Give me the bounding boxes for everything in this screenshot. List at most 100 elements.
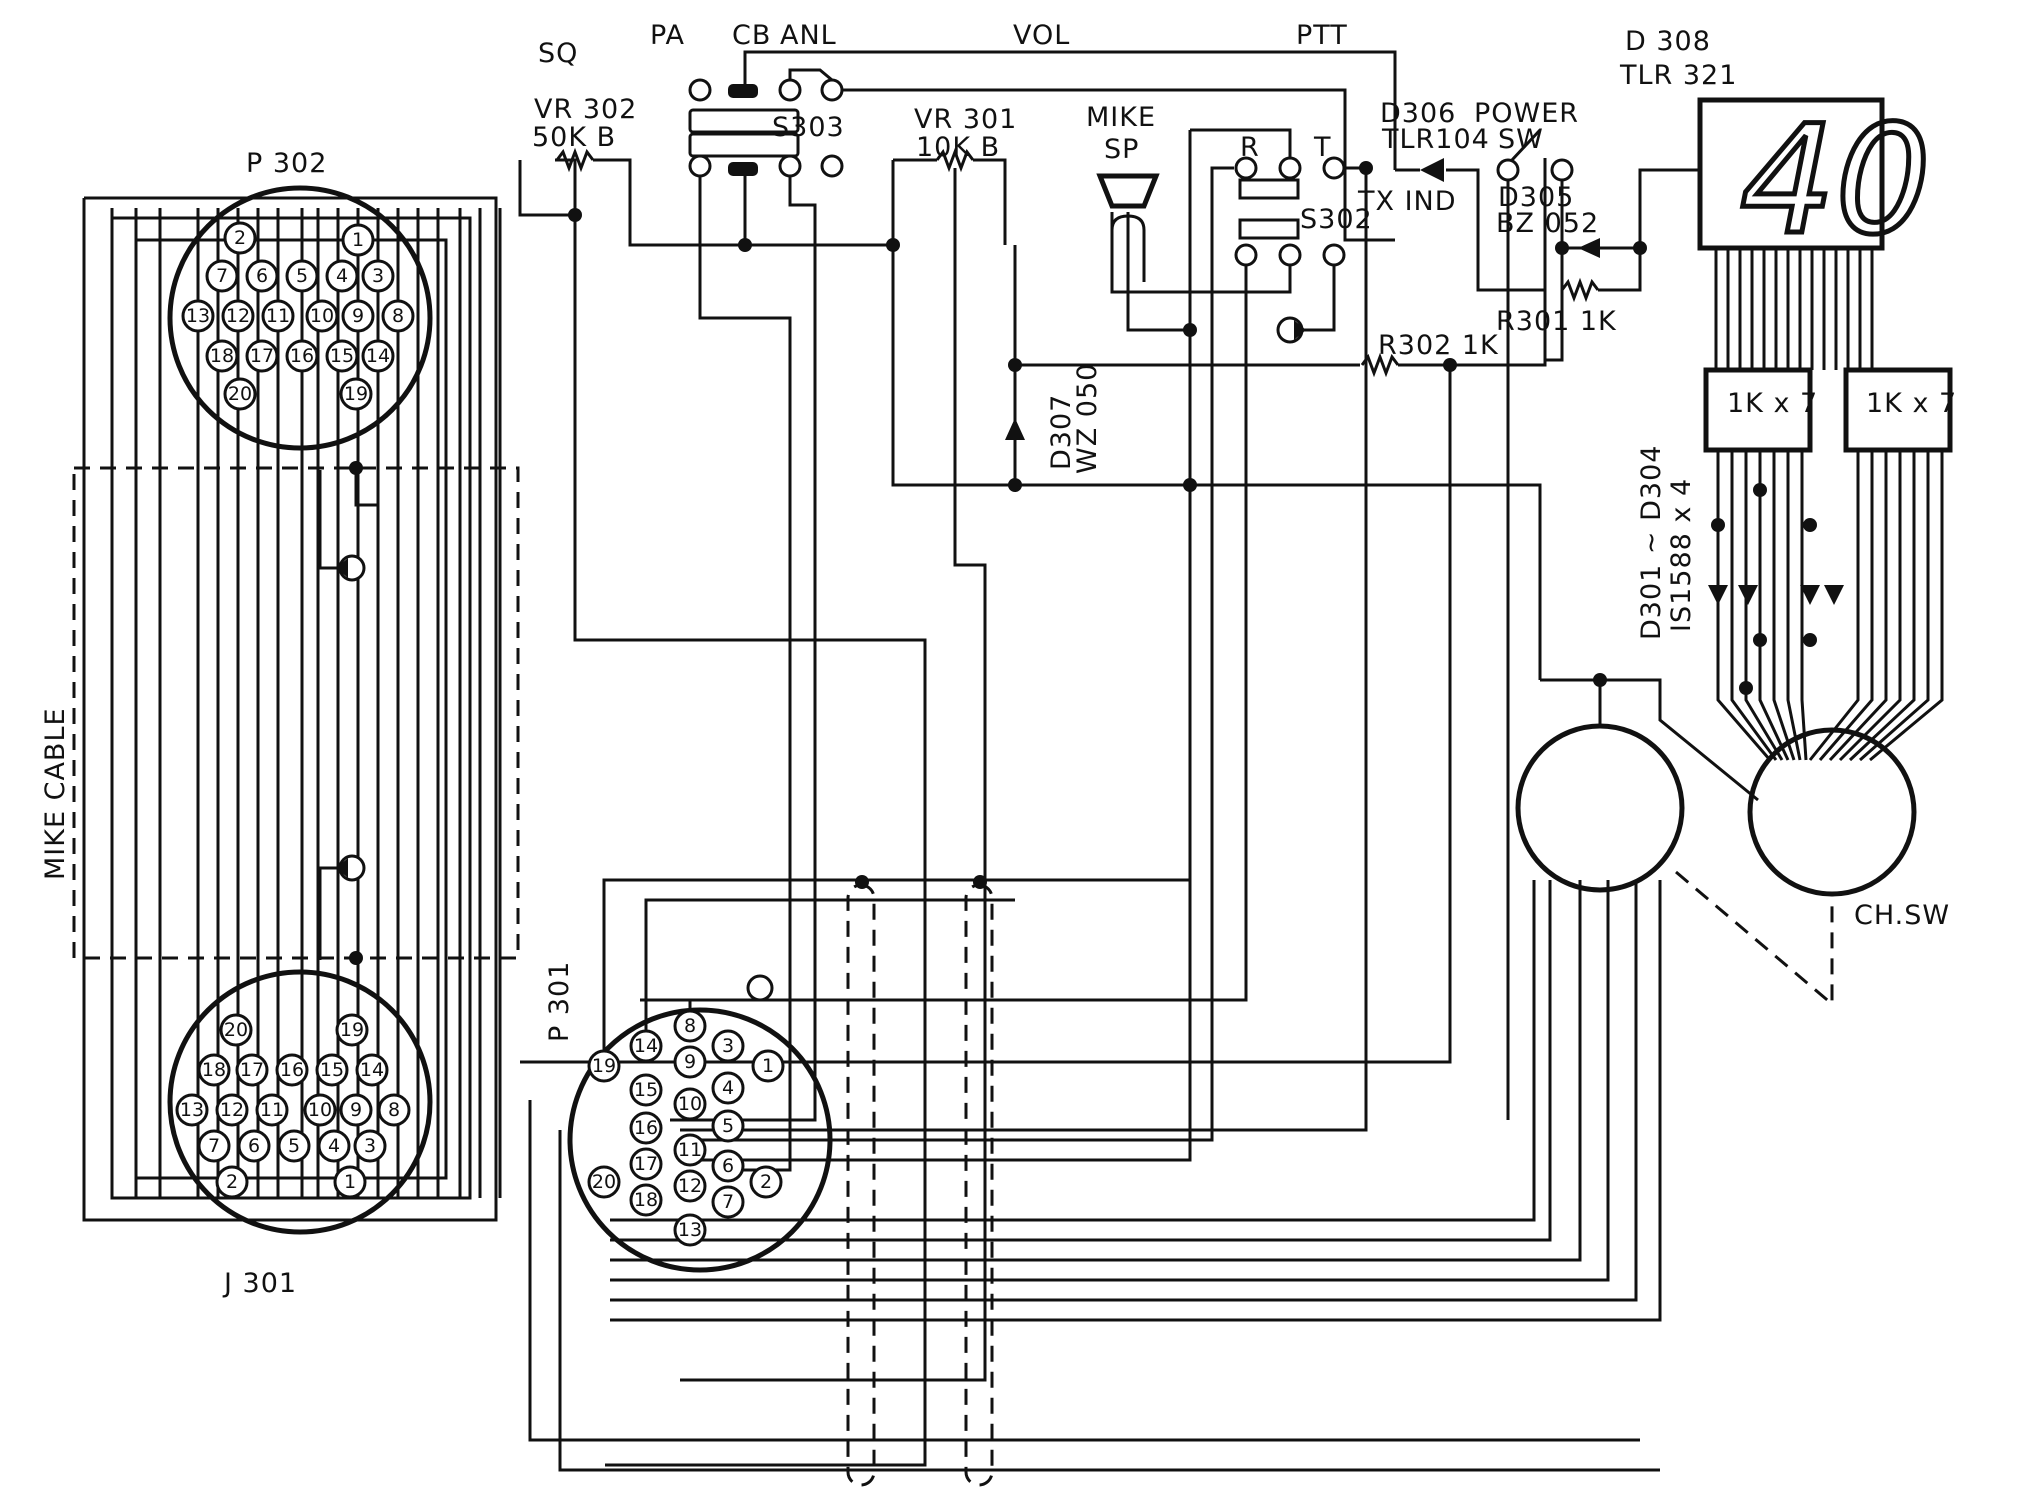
junction-dot (1008, 478, 1022, 492)
wire (610, 880, 1638, 1302)
connector-pin (305, 299, 339, 333)
connector-pin (303, 1093, 337, 1127)
wire (973, 158, 1007, 245)
wire (610, 880, 1610, 1282)
wire (1110, 212, 1190, 294)
connector-pin-label: 10 (678, 1093, 702, 1115)
junction-dot (1803, 518, 1817, 532)
connector-pin-label: 16 (290, 345, 314, 367)
connector-pin-label: 12 (678, 1175, 702, 1197)
connector-pin-label: 5 (288, 1135, 300, 1157)
connector-pin-label: 19 (340, 1019, 364, 1041)
connector-p302 (167, 185, 433, 451)
connector-pin-label: 16 (634, 1117, 658, 1139)
wire (1545, 180, 1564, 362)
wire (743, 50, 1397, 170)
connector-pin (629, 1147, 663, 1181)
connector-pin-label: 1 (344, 1171, 356, 1193)
wire (680, 130, 1192, 1162)
label-sq: SQ (538, 38, 578, 69)
connector-pin (285, 259, 319, 293)
connector-pin-label: 4 (722, 1077, 734, 1099)
junction-dot (568, 208, 582, 222)
connector-pin (175, 1093, 209, 1127)
connector-pin (749, 1165, 783, 1199)
mike-cable-shield (72, 466, 520, 960)
connector-pin-label: 5 (296, 265, 308, 287)
terminal (1322, 243, 1346, 267)
connector-pin (629, 1111, 663, 1145)
channel-switch-wafer-1 (1515, 723, 1685, 893)
connector-pin-label: 9 (350, 1099, 362, 1121)
connector-pin-label: 5 (722, 1115, 734, 1137)
connector-pin (237, 1129, 271, 1163)
junction-dot (1739, 681, 1753, 695)
junction-dot (886, 238, 900, 252)
wire (670, 176, 817, 1122)
wire (518, 158, 577, 217)
cable-outer-loop (82, 196, 498, 1222)
s302-slider (1238, 178, 1300, 200)
connector-pin (587, 1165, 621, 1199)
junction-dot (349, 461, 363, 475)
terminal (1322, 156, 1346, 180)
wire (1126, 212, 1190, 332)
connector-pin (629, 1073, 663, 1107)
wire (1869, 450, 1944, 762)
wire (1446, 168, 1546, 292)
wire (1859, 450, 1930, 762)
connector-pin-label: 8 (388, 1099, 400, 1121)
wire (354, 468, 380, 970)
connector-pin-label: 4 (336, 265, 348, 287)
wire (1808, 450, 1860, 761)
shielded-cable (846, 883, 876, 1487)
wire (1015, 483, 1542, 680)
junction-dot (1555, 241, 1569, 255)
junction-dot (349, 951, 363, 965)
label-vr302-value: 50K B (532, 122, 616, 153)
connector-pin-label: 11 (260, 1099, 284, 1121)
wire (680, 168, 987, 1382)
connector-pin (285, 339, 319, 373)
wire (1562, 168, 1700, 250)
labels: SQ VR 302 50K B PA CB ANL S303 VOL VR 30… (40, 20, 1956, 1299)
junction-dot (1359, 161, 1373, 175)
connector-pin (341, 299, 375, 333)
connector-pin (197, 1129, 231, 1163)
label-ch-sw: CH.SW (1854, 900, 1950, 931)
speaker-icon (1096, 173, 1160, 209)
cable-loop (110, 216, 472, 1200)
terminal (778, 154, 802, 178)
resistor-network-1 (1703, 367, 1813, 453)
wire (1190, 265, 1292, 294)
connector-pin-label: 2 (226, 1171, 238, 1193)
label-pa: PA (650, 20, 685, 51)
label-d307: D307 (1046, 394, 1077, 470)
connector-pin (341, 223, 375, 257)
wire (318, 470, 338, 570)
wire (1730, 450, 1778, 761)
label-vr302: VR 302 (534, 94, 637, 125)
wire (558, 1130, 1660, 1472)
speaker-coil (1110, 214, 1146, 282)
connector-pin-label: 1 (762, 1055, 774, 1077)
label-d305: D305 (1498, 182, 1574, 213)
connector-pin (335, 1013, 369, 1047)
wire (1744, 450, 1784, 761)
diode-d301-d304 (1800, 585, 1820, 605)
connector-pin-label: 11 (678, 1139, 702, 1161)
connector-pin (181, 299, 215, 333)
label-sw: SW (1498, 124, 1544, 155)
connector-pin-label: 18 (634, 1189, 658, 1211)
wire (1190, 128, 1292, 158)
connector-pin-label: 18 (210, 345, 234, 367)
connector-pin-label: 8 (392, 305, 404, 327)
terminal (778, 78, 802, 102)
connector-pin (587, 1049, 621, 1083)
lamp-icon (336, 558, 348, 578)
terminal (1234, 243, 1258, 267)
connector-pin-label: 6 (722, 1155, 734, 1177)
label-d308: D 308 (1625, 26, 1711, 57)
lamp-icon (1294, 320, 1306, 340)
